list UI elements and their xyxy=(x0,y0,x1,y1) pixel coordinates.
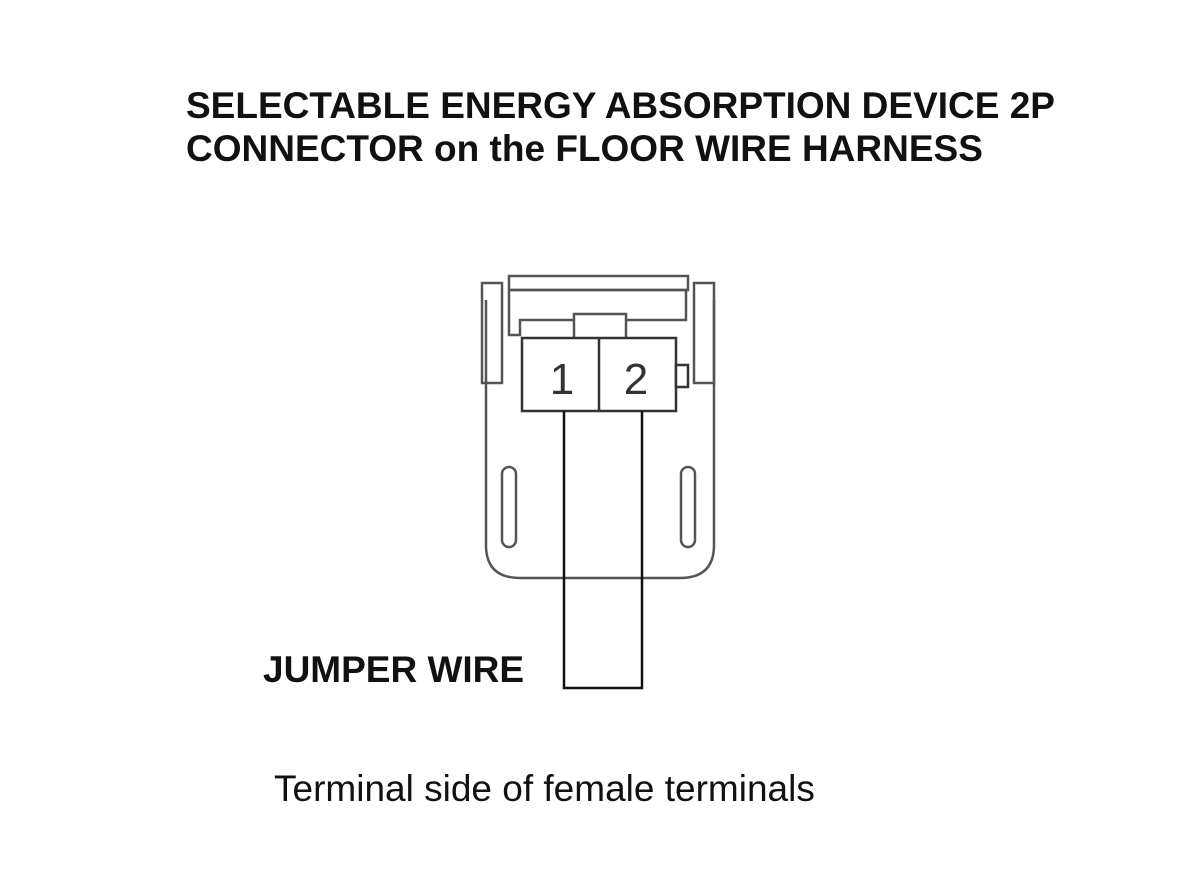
cavity-key xyxy=(674,363,690,389)
title-line-2: CONNECTOR on the FLOOR WIRE HARNESS xyxy=(186,128,983,169)
jumper-wire-label: JUMPER WIRE xyxy=(263,649,525,690)
title-line-1: SELECTABLE ENERGY ABSORPTION DEVICE 2P xyxy=(186,85,1055,126)
housing-outline xyxy=(484,300,716,580)
housing-left-rail xyxy=(480,281,504,385)
terminal-cavity-block: 1 2 xyxy=(520,336,690,413)
lock-tab xyxy=(572,312,628,342)
jumper-wire-path xyxy=(562,411,644,690)
connector-housing xyxy=(480,274,716,580)
housing-inner-top xyxy=(507,290,688,337)
right-slot xyxy=(679,465,697,549)
terminal-side-caption: Terminal side of female terminals xyxy=(274,768,815,809)
diagram-title: SELECTABLE ENERGY ABSORPTION DEVICE 2P C… xyxy=(186,84,1186,170)
pin-2-label: 2 xyxy=(624,355,648,404)
housing-right-rail xyxy=(692,281,716,385)
pin-1-label: 1 xyxy=(550,355,574,404)
housing-top-bar xyxy=(507,274,690,292)
left-slot xyxy=(500,465,518,549)
jumper-wire xyxy=(562,411,644,690)
